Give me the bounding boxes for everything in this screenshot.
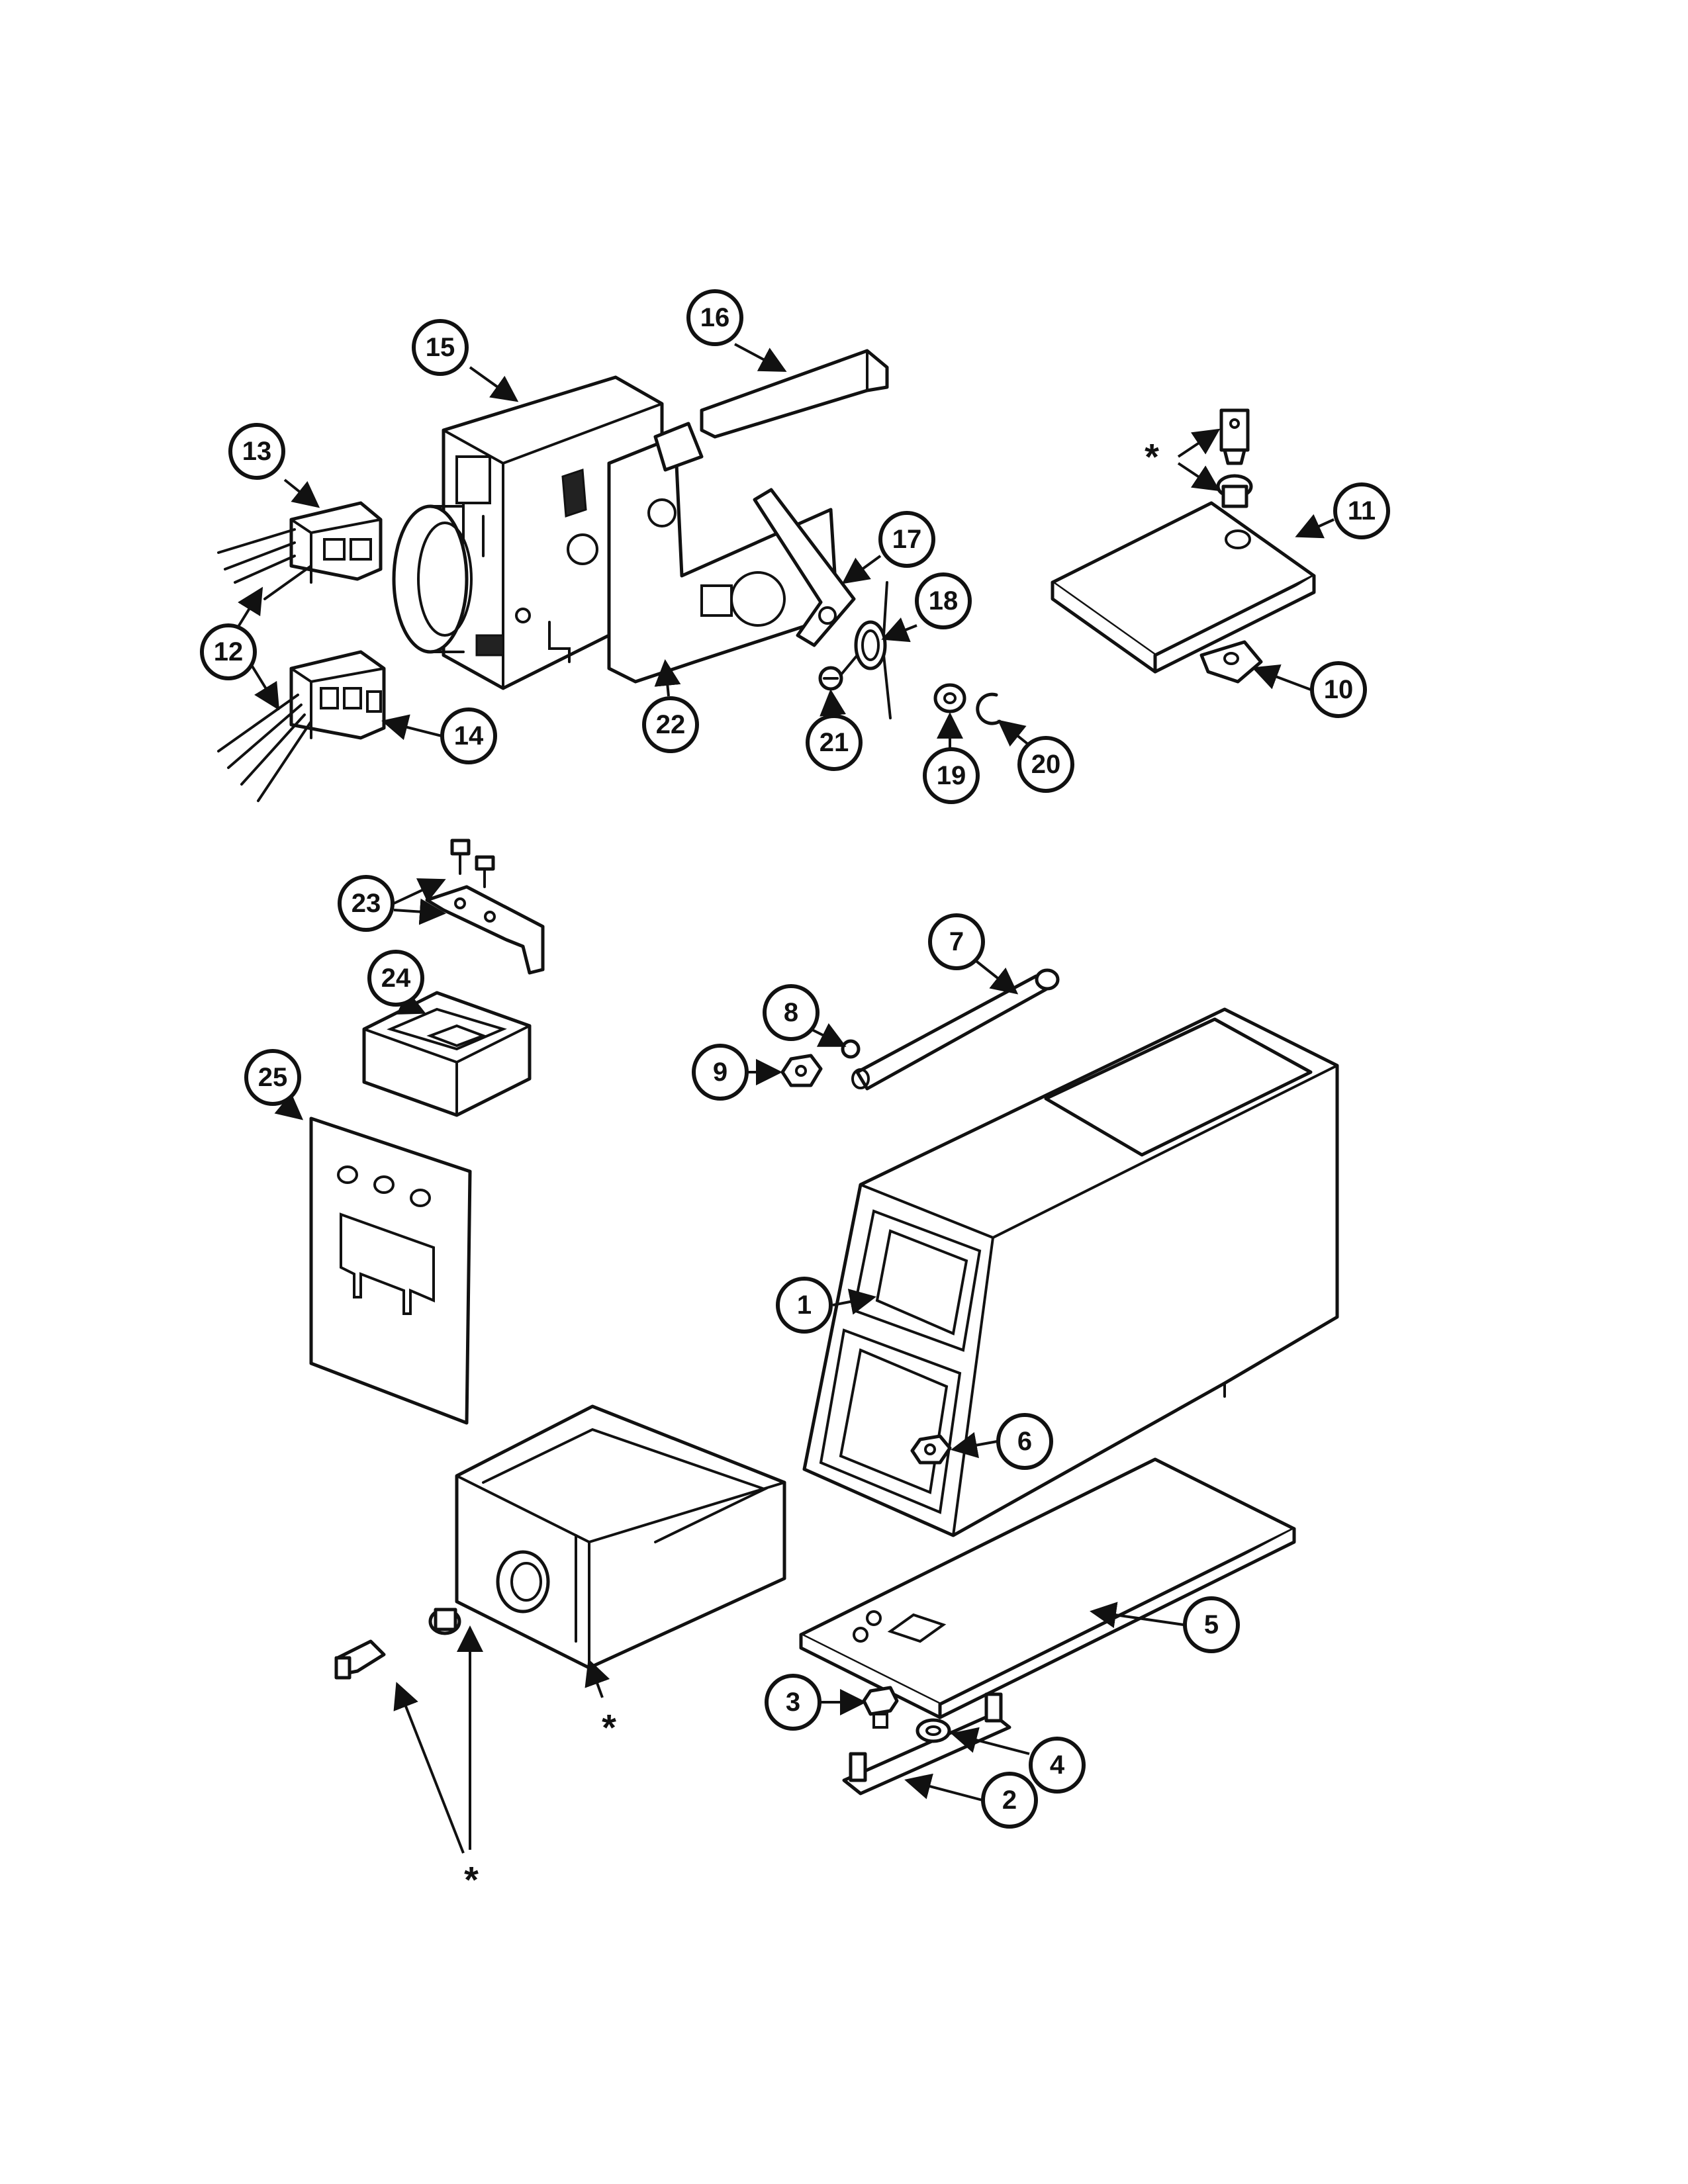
lock-washer-part	[841, 1039, 861, 1059]
callout-20: 20	[1017, 736, 1074, 793]
svg-text:24: 24	[381, 964, 411, 993]
washer-19-part	[933, 683, 966, 713]
cup-part	[362, 991, 532, 1117]
callout-9: 9	[692, 1044, 749, 1101]
nut-9-part	[780, 1054, 823, 1087]
callout-11: 11	[1333, 482, 1390, 539]
timer-motor-part	[392, 504, 473, 654]
callout-16: 16	[686, 289, 743, 346]
shaft-part	[851, 968, 1060, 1091]
spring-part	[839, 581, 892, 719]
svg-text:13: 13	[242, 437, 272, 466]
callout-5: 5	[1183, 1596, 1240, 1653]
lever-part	[753, 488, 856, 647]
asterisk-marker-lower-fasteners: *	[464, 1859, 479, 1901]
svg-text:5: 5	[1204, 1610, 1219, 1639]
callout-2: 2	[981, 1772, 1038, 1829]
svg-text:14: 14	[454, 721, 484, 751]
nut-6-part	[910, 1434, 952, 1465]
svg-text:11: 11	[1348, 496, 1376, 525]
svg-text:10: 10	[1324, 675, 1354, 704]
lower-connector-part	[289, 650, 386, 740]
svg-text:6: 6	[1017, 1427, 1032, 1456]
console-housing-part	[802, 1007, 1339, 1537]
cam-part	[1199, 640, 1263, 684]
bolt-part	[862, 1686, 899, 1729]
callout-22: 22	[642, 696, 699, 753]
face-plate-part	[309, 1116, 472, 1425]
callout-6: 6	[996, 1413, 1053, 1470]
svg-text:15: 15	[426, 333, 455, 362]
bin-part	[455, 1404, 786, 1670]
asterisk-marker-bin: *	[602, 1707, 616, 1749]
svg-text:21: 21	[820, 728, 849, 757]
bar-part	[700, 349, 889, 439]
callout-23: 23	[338, 875, 395, 932]
svg-text:7: 7	[949, 927, 964, 956]
svg-text:1: 1	[797, 1291, 812, 1320]
callout-17: 17	[878, 511, 935, 568]
washer-4-part	[915, 1718, 951, 1743]
svg-text:17: 17	[892, 525, 922, 554]
svg-text:2: 2	[1002, 1786, 1017, 1815]
upper-connector-part	[289, 501, 383, 584]
cover-plate-part	[1051, 501, 1316, 674]
callout-15: 15	[412, 319, 469, 376]
callout-3: 3	[765, 1674, 821, 1731]
svg-text:8: 8	[784, 998, 798, 1027]
asterisk-marker-top: *	[1145, 436, 1159, 478]
svg-text:20: 20	[1031, 750, 1061, 779]
callout-10: 10	[1310, 661, 1367, 718]
mounting-bracket-part	[607, 422, 839, 684]
callout-12: 12	[200, 623, 257, 680]
screw-21-part	[818, 666, 843, 691]
svg-text:4: 4	[1050, 1751, 1065, 1780]
svg-text:9: 9	[713, 1058, 727, 1087]
callout-4: 4	[1029, 1737, 1086, 1794]
clip-20-part	[976, 692, 1002, 725]
svg-text:23: 23	[352, 889, 381, 918]
callout-1: 1	[776, 1277, 833, 1334]
callout-24: 24	[367, 950, 424, 1007]
top-key-fastener-part	[1216, 408, 1253, 508]
svg-text:22: 22	[656, 710, 686, 739]
callout-21: 21	[806, 714, 863, 771]
callout-7: 7	[928, 913, 985, 970]
callout-18: 18	[915, 572, 972, 629]
lower-knob-fastener-part	[334, 1608, 461, 1680]
svg-text:3: 3	[786, 1688, 800, 1717]
svg-text:12: 12	[214, 637, 244, 666]
svg-text:25: 25	[258, 1063, 288, 1092]
callout-14: 14	[440, 707, 497, 764]
wire-harness-part	[217, 528, 312, 802]
callout-13: 13	[228, 423, 285, 480]
callout-8: 8	[763, 984, 820, 1041]
callout-19: 19	[923, 747, 980, 804]
svg-text:19: 19	[937, 761, 966, 790]
svg-text:16: 16	[700, 303, 730, 332]
svg-text:18: 18	[929, 586, 959, 615]
callout-25: 25	[244, 1049, 301, 1106]
small-bracket-part	[425, 839, 545, 975]
